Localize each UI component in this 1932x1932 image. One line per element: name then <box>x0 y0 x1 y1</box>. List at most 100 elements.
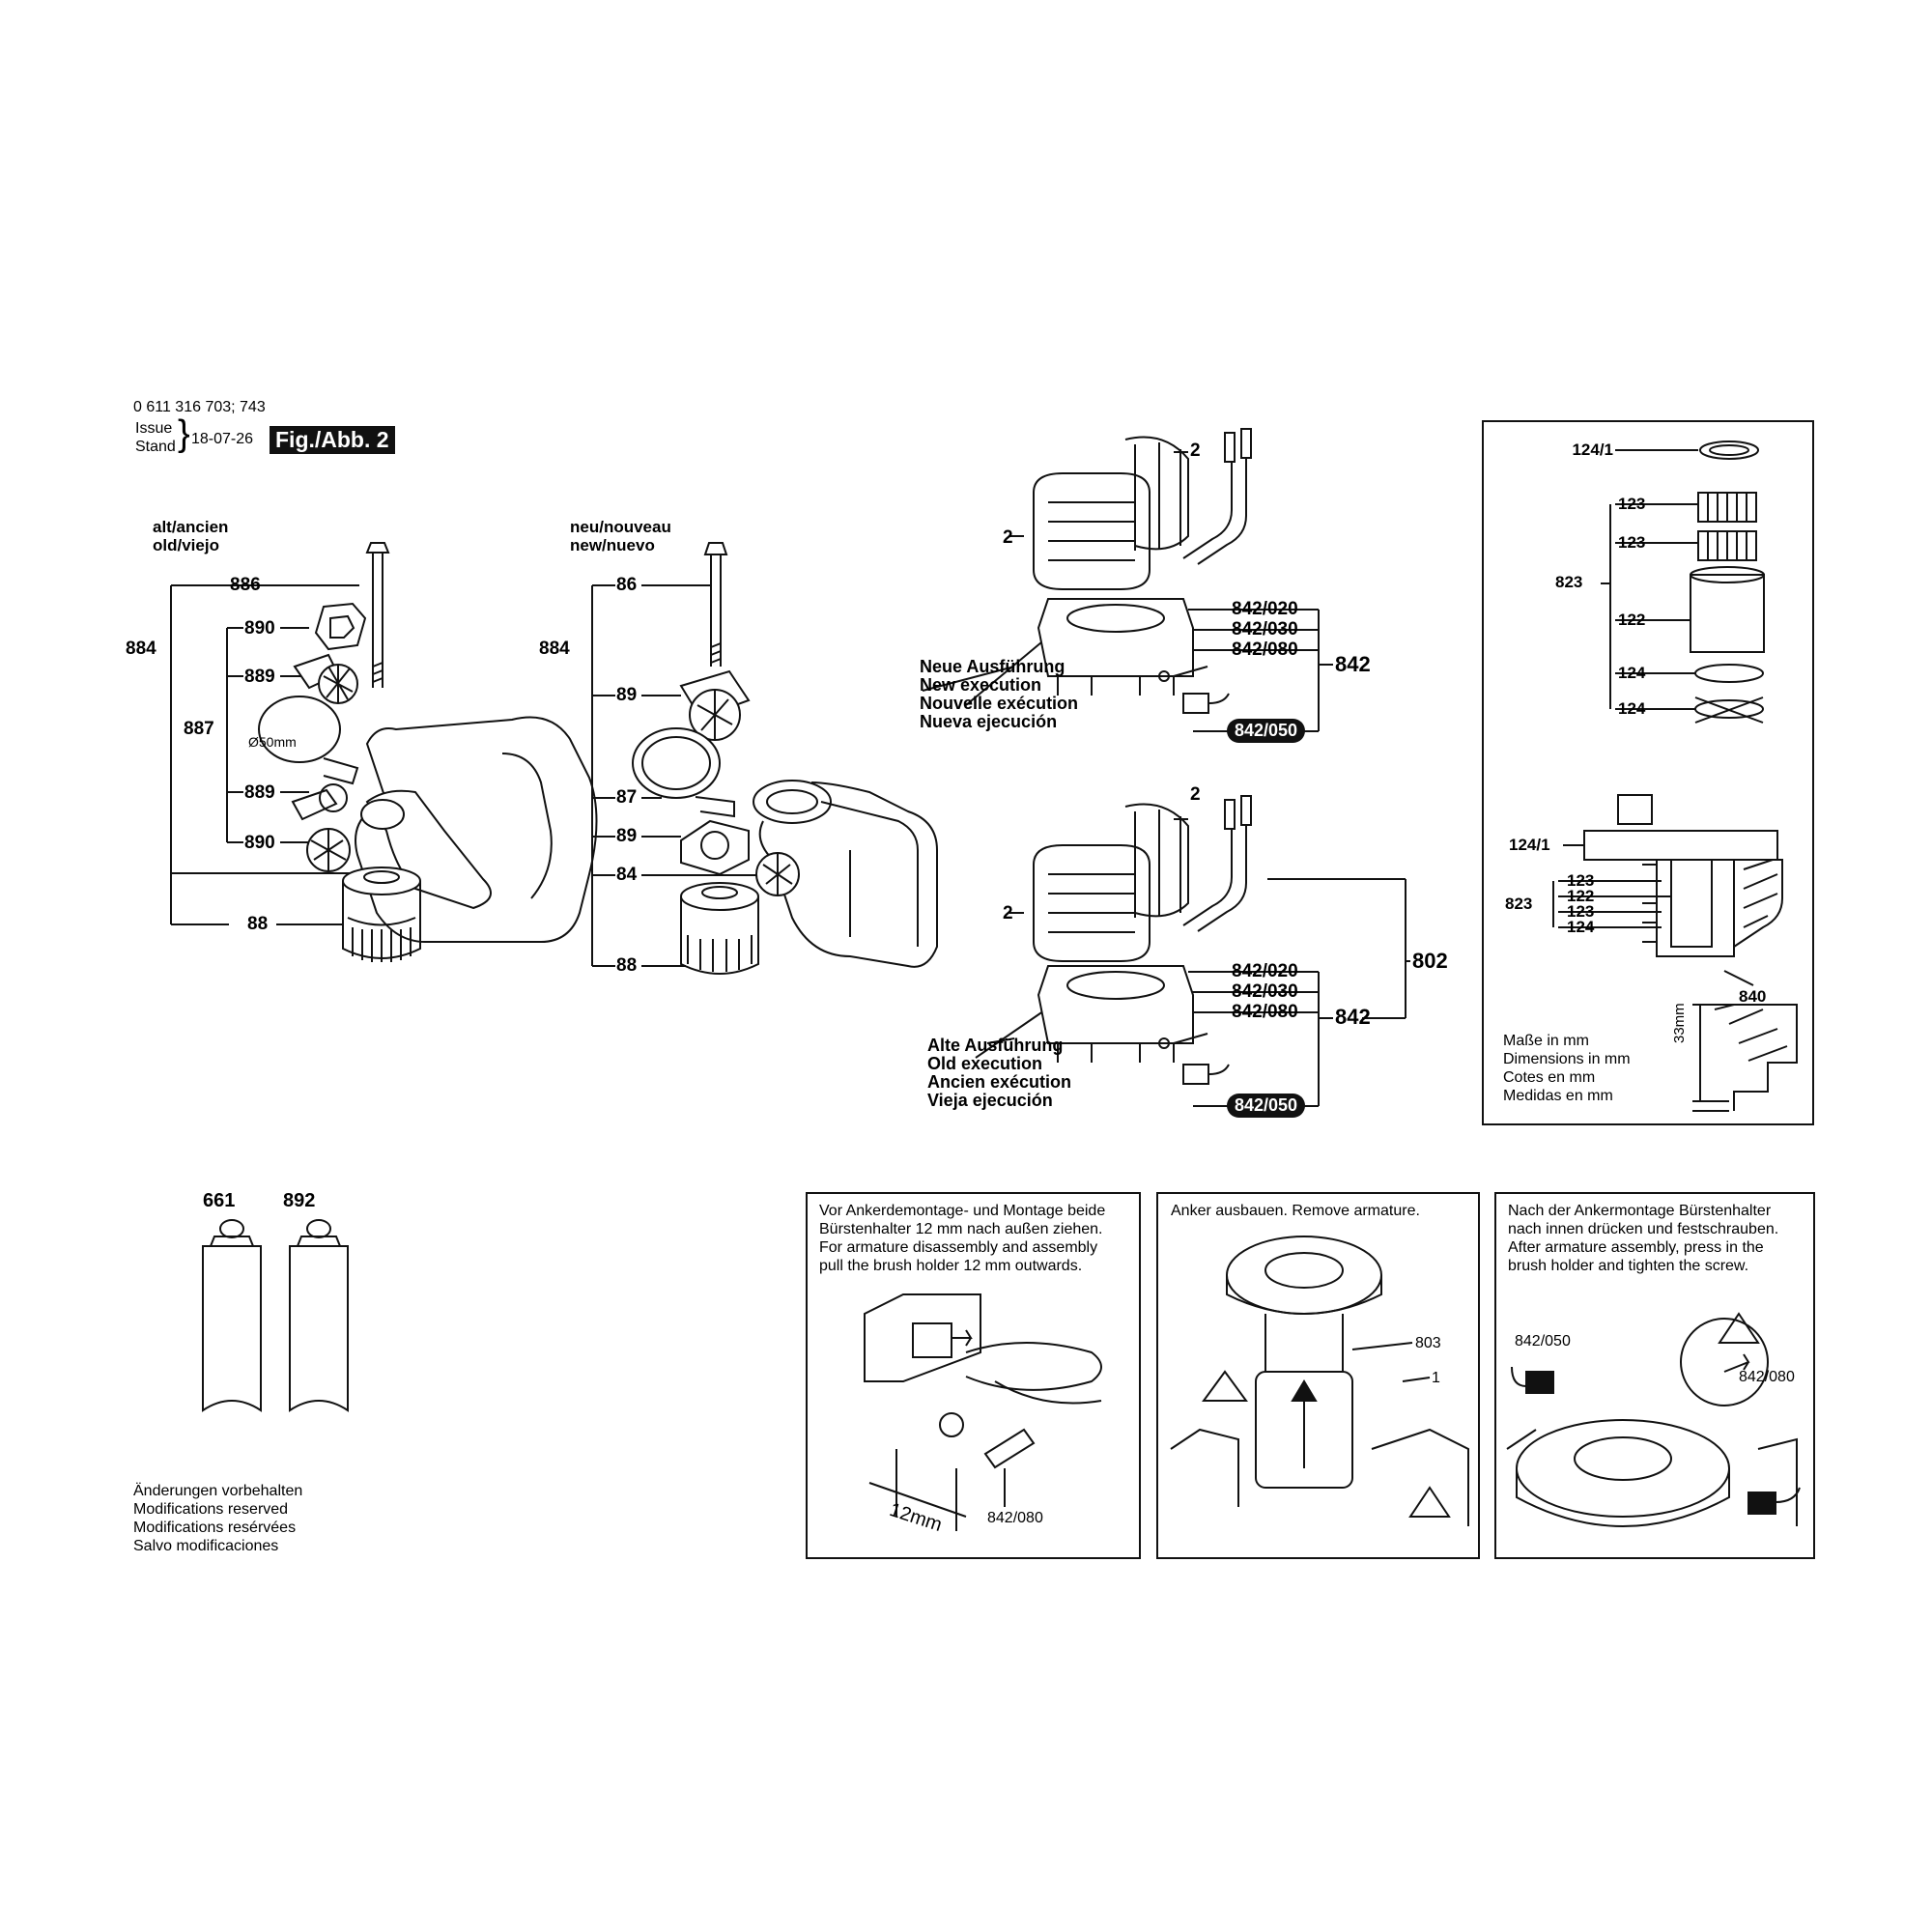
new-execution-es: Nueva ejecución <box>920 712 1058 731</box>
bearing-823-top: 823 <box>1555 573 1583 591</box>
units-es: Medidas en mm <box>1503 1088 1613 1104</box>
part-842-080-old: 842/080 <box>1232 1002 1298 1022</box>
assembly-842-old: 842 <box>1335 1005 1371 1029</box>
old-handle-parts <box>258 542 598 962</box>
part-842-030-old: 842/030 <box>1232 981 1298 1002</box>
label-88-old: 88 <box>247 914 269 934</box>
stand-label: Stand <box>135 439 176 455</box>
issue-date: 18-07-26 <box>191 431 254 447</box>
bearing-123-b: 123 <box>1618 533 1646 552</box>
part-842-030-new: 842/030 <box>1232 619 1298 639</box>
group-802: 802 <box>1412 949 1448 973</box>
step3-illustration <box>1506 1312 1801 1527</box>
coil-label-old-top: 2 <box>1190 784 1201 805</box>
new-execution-en: New execution <box>920 675 1042 695</box>
bearing-124-a: 124 <box>1618 664 1646 682</box>
old-execution-fr: Ancien exécution <box>927 1072 1072 1092</box>
bearing-124-1-top: 124/1 <box>1572 440 1613 459</box>
issue-label: Issue <box>135 420 173 437</box>
part-842-020-old: 842/020 <box>1232 961 1298 981</box>
step3-frame <box>1494 1192 1815 1559</box>
brace-glyph: } <box>178 413 190 454</box>
section-122: 122 <box>1567 887 1595 905</box>
new-heading-2: new/nuevo <box>570 536 655 554</box>
label-890-top: 890 <box>244 618 275 639</box>
coil-label-old-side: 2 <box>1003 903 1013 923</box>
section-840: 840 <box>1739 987 1767 1006</box>
part-842-080-new: 842/080 <box>1232 639 1298 660</box>
old-execution-es: Vieja ejecución <box>927 1091 1053 1110</box>
grease-tubes <box>202 1219 349 1412</box>
step2-frame <box>1156 1192 1480 1559</box>
dimension-33mm: 33mm <box>1671 1003 1688 1043</box>
diameter-label: Ø50mm <box>248 734 297 750</box>
bearing-section <box>1552 794 1798 1112</box>
step1-part-842-080: 842/080 <box>987 1510 1043 1526</box>
bearing-124-b: 124 <box>1618 699 1646 718</box>
label-886: 886 <box>230 575 261 595</box>
step1-line4: pull the brush holder 12 mm outwards. <box>819 1258 1083 1274</box>
label-88-new: 88 <box>616 955 638 976</box>
assembly-842-new: 842 <box>1335 652 1371 676</box>
label-889-bottom: 889 <box>244 782 275 803</box>
label-889-top: 889 <box>244 667 275 687</box>
bearing-panel-frame <box>1482 420 1814 1125</box>
old-execution-de: Alte Ausführung <box>927 1036 1064 1055</box>
label-884-new: 884 <box>539 639 570 659</box>
old-execution-en: Old execution <box>927 1054 1043 1073</box>
old-handle-leaders <box>170 584 386 925</box>
step1-line2: Bürstenhalter 12 mm nach außen ziehen. <box>819 1221 1103 1237</box>
brush-old-parts <box>1033 795 1252 1085</box>
step1-line3: For armature disassembly and assembly <box>819 1239 1098 1256</box>
step1-line1: Vor Ankerdemontage- und Montage beide <box>819 1203 1106 1219</box>
new-handle-leaders <box>591 584 763 967</box>
step3-line2: nach innen drücken und festschrauben. <box>1508 1221 1779 1237</box>
new-handle-parts <box>632 542 938 975</box>
units-de: Maße in mm <box>1503 1033 1589 1049</box>
step3-line3: After armature assembly, press in the <box>1508 1239 1764 1256</box>
new-execution-de: Neue Ausführung <box>920 657 1065 676</box>
footer-es: Salvo modificaciones <box>133 1538 279 1554</box>
section-124: 124 <box>1567 918 1595 936</box>
coil-label-new-side: 2 <box>1003 527 1013 548</box>
step2-illustration <box>1170 1236 1469 1526</box>
label-89-top: 89 <box>616 685 638 705</box>
units-fr: Cotes en mm <box>1503 1069 1596 1086</box>
figure-badge: Fig./Abb. 2 <box>270 426 395 454</box>
new-execution-fr: Nouvelle exécution <box>920 694 1079 713</box>
section-123-b: 123 <box>1567 902 1595 921</box>
step3-line4: brush holder and tighten the screw. <box>1508 1258 1749 1274</box>
label-887: 887 <box>184 719 214 739</box>
step1-frame <box>806 1192 1141 1559</box>
label-89-bottom: 89 <box>616 826 638 846</box>
old-heading-2: old/viejo <box>153 536 219 554</box>
label-86: 86 <box>616 575 638 595</box>
pill-842-050-old: 842/050 <box>1227 1094 1306 1118</box>
step3-line1: Nach der Ankermontage Bürstenhalter <box>1508 1203 1772 1219</box>
footer-en: Modifications reserved <box>133 1501 289 1518</box>
part-842-020-new: 842/020 <box>1232 599 1298 619</box>
tube-label-661: 661 <box>203 1190 236 1211</box>
tube-label-892: 892 <box>283 1190 316 1211</box>
brush-new-parts <box>1033 428 1252 714</box>
section-123-a: 123 <box>1567 871 1595 890</box>
footer-de: Änderungen vorbehalten <box>133 1483 303 1499</box>
bearing-top-parts <box>1601 440 1765 724</box>
footer-fr: Modifications resérvées <box>133 1520 297 1536</box>
part-number: 0 611 316 703; 743 <box>133 399 266 415</box>
label-884-old: 884 <box>126 639 156 659</box>
bearing-122-top: 122 <box>1618 611 1646 629</box>
units-en: Dimensions in mm <box>1503 1051 1631 1067</box>
step2-part-1: 1 <box>1432 1370 1440 1386</box>
step1-illustration <box>864 1293 1102 1531</box>
label-87: 87 <box>616 787 638 808</box>
bearing-123-a: 123 <box>1618 495 1646 513</box>
section-823: 823 <box>1505 895 1533 913</box>
step3-part-842-050: 842/050 <box>1515 1333 1571 1350</box>
new-heading-1: neu/nouveau <box>570 518 671 536</box>
section-124-1: 124/1 <box>1509 836 1550 854</box>
label-890-bottom: 890 <box>244 833 275 853</box>
old-heading-1: alt/ancien <box>153 518 229 536</box>
pill-842-050-new: 842/050 <box>1227 719 1306 743</box>
